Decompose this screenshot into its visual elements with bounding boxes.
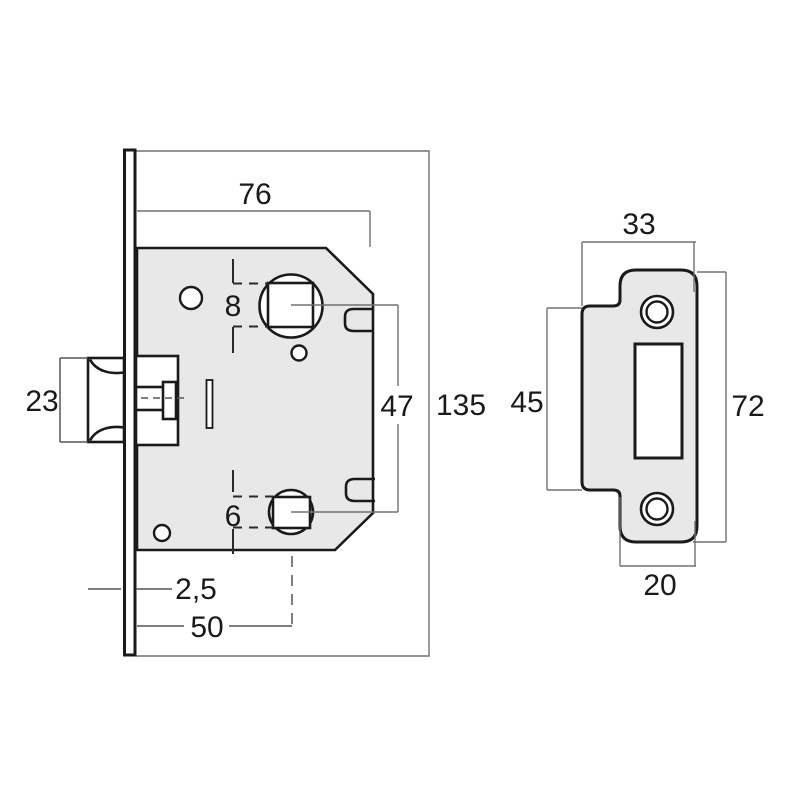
adjuster-head — [161, 380, 178, 421]
fixing-hole-top — [178, 285, 204, 311]
small-hole-center — [290, 344, 308, 362]
strike-latch-opening — [633, 342, 684, 460]
dim-label-33: 33 — [622, 208, 655, 241]
faceplate — [123, 148, 137, 657]
fixing-hole-bottom — [152, 523, 172, 543]
dim-label-47: 47 — [380, 390, 413, 423]
dim-label-45: 45 — [510, 386, 543, 419]
dim-label-76: 76 — [238, 178, 271, 211]
spring-detail — [205, 379, 214, 429]
strike-screw-hole-top-inner — [645, 300, 669, 324]
latch-bolt-bottom-curve — [88, 425, 125, 442]
dim-label-135: 135 — [436, 389, 486, 422]
dim-label-72: 72 — [731, 390, 764, 423]
edge-tab-bottom — [344, 477, 375, 503]
dim-label-23: 23 — [25, 385, 58, 418]
dim-label-50: 50 — [190, 611, 223, 644]
dim-label-20: 20 — [643, 569, 676, 602]
edge-tab-top — [343, 307, 374, 333]
height-135-extension-box — [136, 150, 430, 657]
dim-label-6: 6 — [225, 500, 242, 533]
dim-label-8: 8 — [225, 290, 242, 323]
latch-bolt-top-curve — [88, 358, 125, 375]
dim-label-2-5: 2,5 — [175, 573, 217, 606]
strike-screw-hole-bottom-inner — [645, 497, 669, 521]
adjuster-shaft — [134, 385, 167, 412]
